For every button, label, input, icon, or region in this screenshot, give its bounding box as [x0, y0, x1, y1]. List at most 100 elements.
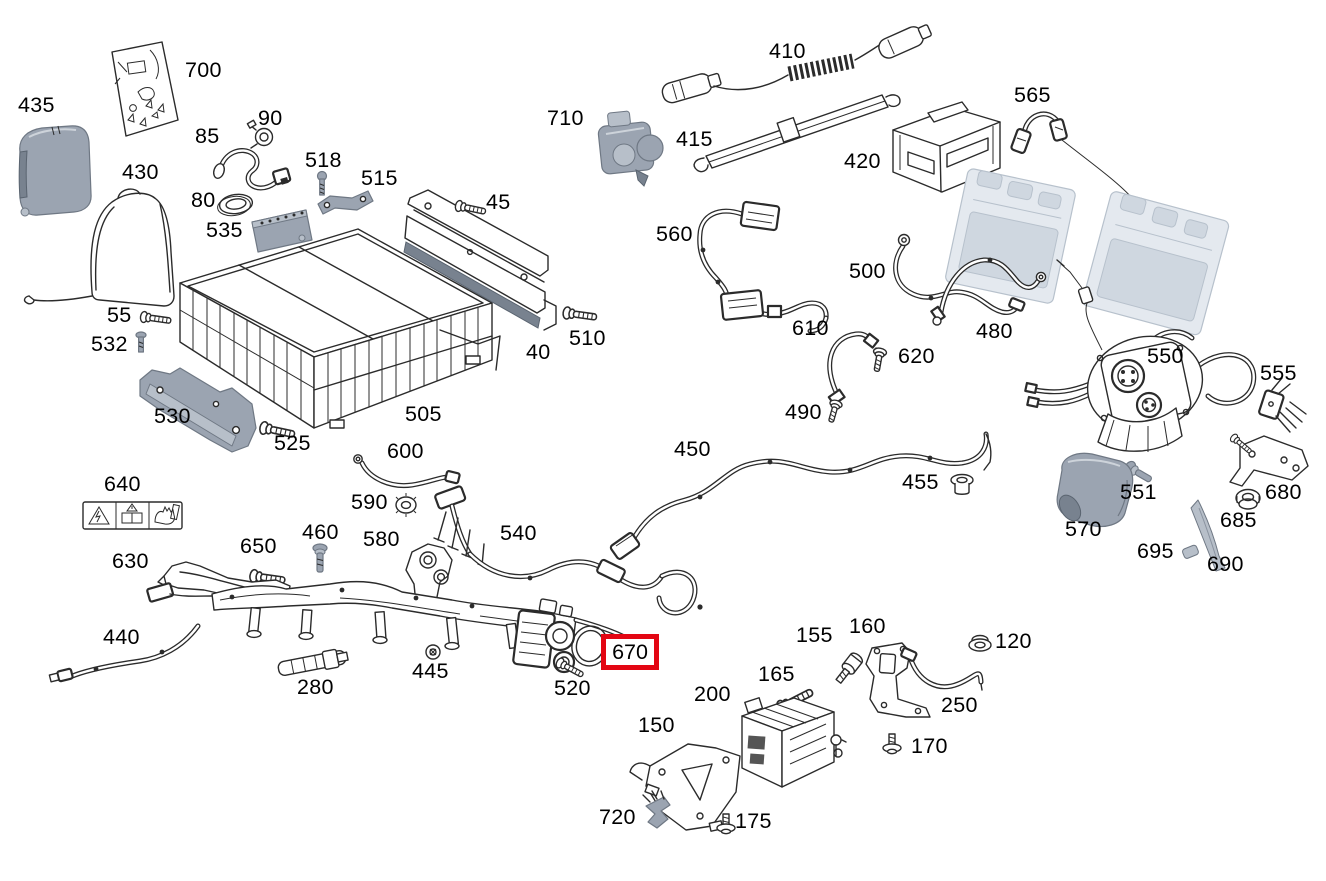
part-label-650: 650 [240, 534, 277, 558]
strap-415-drawing [693, 94, 901, 173]
part-label-445: 445 [412, 659, 449, 683]
part-label-45: 45 [486, 190, 511, 214]
part-label-40: 40 [526, 340, 551, 364]
part-label-120: 120 [995, 629, 1032, 653]
part-label-165: 165 [758, 662, 795, 686]
hose-250-drawing [900, 647, 984, 691]
faded-ecu-left-drawing [945, 168, 1076, 304]
part-label-525: 525 [274, 431, 311, 455]
battery-pack-505-drawing [179, 228, 501, 429]
part-label-250: 250 [941, 693, 978, 717]
connector-555-drawing [1258, 377, 1307, 433]
part-label-690: 690 [1207, 552, 1244, 576]
part-label-532: 532 [91, 332, 128, 356]
part-label-670-highlighted: 670 [601, 634, 659, 670]
boot-570-drawing [1056, 452, 1134, 528]
cable-500-drawing [893, 233, 1026, 315]
part-label-80: 80 [191, 188, 216, 212]
part-label-500: 500 [849, 259, 886, 283]
part-label-200: 200 [694, 682, 731, 706]
part-label-570: 570 [1065, 517, 1102, 541]
reservoir-710-drawing [597, 110, 664, 187]
part-label-551: 551 [1120, 480, 1157, 504]
part-label-700: 700 [185, 58, 222, 82]
part-label-680: 680 [1265, 480, 1302, 504]
part-label-710: 710 [547, 106, 584, 130]
screw-532-drawing [135, 331, 147, 353]
charge-cable-410-drawing [661, 24, 932, 104]
jumper-cable-565-drawing [1010, 111, 1134, 200]
rail-40-drawing [403, 189, 557, 331]
part-label-670: 670 [612, 639, 648, 664]
part-label-540: 540 [500, 521, 537, 545]
part-label-55: 55 [107, 303, 132, 327]
part-label-280: 280 [297, 675, 334, 699]
part-label-170: 170 [911, 734, 948, 758]
cover-435-drawing [18, 125, 92, 217]
screw-55-drawing [139, 310, 173, 327]
part-label-415: 415 [676, 127, 713, 151]
bracket-680-drawing [1228, 432, 1309, 487]
part-label-515: 515 [361, 166, 398, 190]
bag-430-drawing [23, 188, 175, 307]
screw-460-drawing [312, 543, 328, 573]
nut-685-drawing [1235, 488, 1261, 510]
part-label-150: 150 [638, 713, 675, 737]
part-label-535: 535 [206, 218, 243, 242]
rivet-170-drawing [882, 733, 902, 755]
harness-450-drawing [609, 431, 992, 560]
sticker-sheet-700-drawing [111, 41, 179, 137]
bracket-150-drawing [629, 743, 741, 832]
module-535-drawing [251, 209, 313, 253]
part-label-600: 600 [387, 439, 424, 463]
cable-480-drawing [930, 257, 1047, 326]
clamp-90-drawing [246, 119, 274, 149]
harness-540-drawing [433, 485, 703, 616]
part-label-155: 155 [796, 623, 833, 647]
harness-560-drawing [697, 200, 829, 334]
part-label-685: 685 [1220, 508, 1257, 532]
part-label-85: 85 [195, 124, 220, 148]
part-label-720: 720 [599, 805, 636, 829]
grommet-120-drawing [968, 634, 992, 652]
clip-720-drawing [642, 790, 671, 829]
part-label-460: 460 [302, 520, 339, 544]
grommet-455-drawing [950, 473, 974, 495]
screw-490-drawing [824, 398, 844, 425]
strip-690-drawing [1190, 499, 1226, 572]
part-label-505: 505 [405, 402, 442, 426]
screw-620-drawing [869, 346, 888, 374]
power-module-200-drawing [741, 697, 847, 788]
part-label-90: 90 [258, 106, 283, 130]
part-label-490: 490 [785, 400, 822, 424]
part-label-640: 640 [104, 472, 141, 496]
screw-518-drawing [316, 170, 328, 196]
part-label-695: 695 [1137, 539, 1174, 563]
part-label-565: 565 [1014, 83, 1051, 107]
junction-block-drawing [512, 598, 576, 674]
part-label-530: 530 [154, 404, 191, 428]
part-label-430: 430 [122, 160, 159, 184]
bracket-530-drawing [139, 367, 257, 453]
part-label-560: 560 [656, 222, 693, 246]
part-label-440: 440 [103, 625, 140, 649]
seal-ring-80-drawing [217, 193, 254, 217]
part-label-435: 435 [18, 93, 55, 117]
bracket-160-drawing [865, 642, 931, 718]
part-label-518: 518 [305, 148, 342, 172]
clip-695-drawing [1182, 544, 1199, 559]
connector-280-drawing [277, 648, 349, 677]
nut-590-drawing [395, 493, 417, 517]
part-label-410: 410 [769, 39, 806, 63]
hose-85-drawing [213, 148, 292, 191]
warning-label-640-drawing [82, 501, 183, 530]
part-label-610: 610 [792, 316, 829, 340]
part-label-520: 520 [554, 676, 591, 700]
part-label-450: 450 [674, 437, 711, 461]
hose-610-drawing [827, 331, 885, 406]
bracket-515-drawing [317, 190, 374, 215]
charge-port-550-drawing [1024, 259, 1257, 452]
part-label-510: 510 [569, 326, 606, 350]
part-label-620: 620 [898, 344, 935, 368]
